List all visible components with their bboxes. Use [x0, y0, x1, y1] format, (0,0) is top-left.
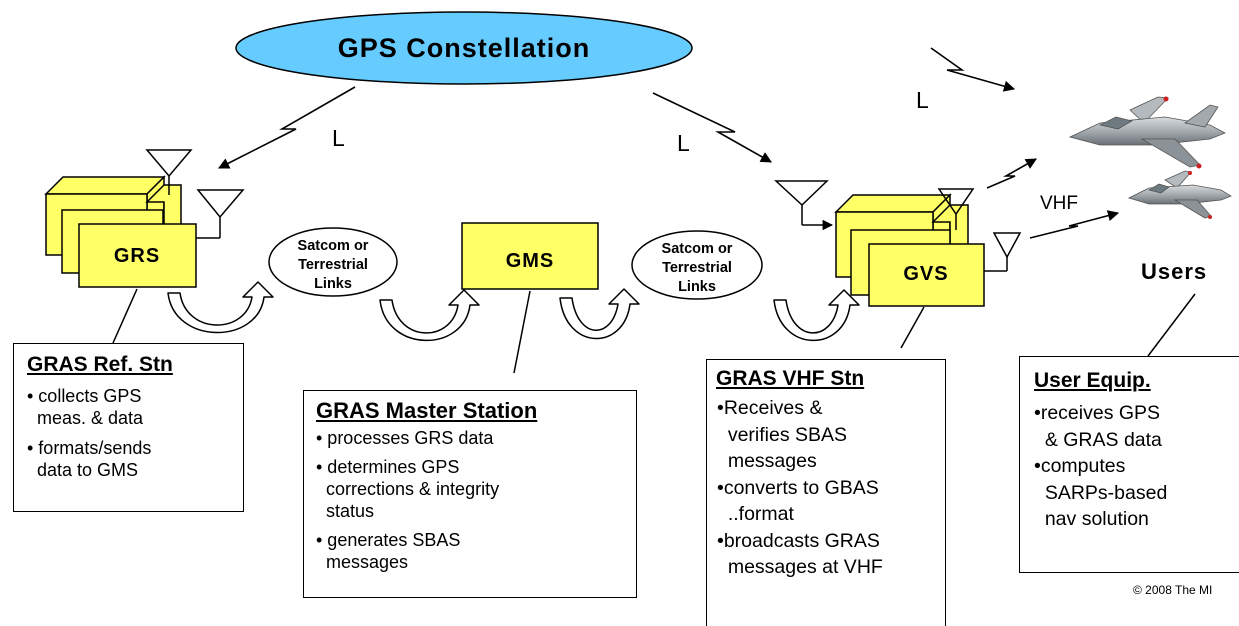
- gras-ref-stn-title: GRAS Ref. Stn: [27, 353, 173, 376]
- gras-vhf-stn-box: GRAS VHF Stn •Receives & verifies SBAS m…: [706, 359, 946, 626]
- gras-master-station-list: • processes GRS data • determines GPS co…: [304, 424, 636, 573]
- flow-arrow-icon: [379, 289, 480, 342]
- vhf-links: [986, 158, 1120, 239]
- gps-constellation-label: GPS Constellation: [338, 33, 591, 63]
- satcom-left-line-3: Links: [314, 276, 352, 292]
- antenna-icon: [992, 232, 1022, 259]
- list-item: •Receives & verifies SBAS messages: [717, 397, 848, 472]
- aircraft-small-icon: [1127, 170, 1232, 219]
- l-band-link-to-grs: [218, 86, 356, 169]
- list-item: • collects GPS meas. & data: [27, 386, 144, 428]
- grs-label: GRS: [114, 245, 160, 267]
- list-item: • determines GPS corrections & integrity…: [316, 457, 500, 521]
- user-equip-list: •receives GPS & GRAS data •computes SARP…: [1020, 393, 1239, 533]
- satcom-link-left: Satcom or Terrestrial Links: [268, 227, 398, 297]
- gras-vhf-stn-list: •Receives & verifies SBAS messages •conv…: [707, 391, 945, 581]
- gms-label: GMS: [506, 250, 555, 272]
- gras-ref-stn-box: GRAS Ref. Stn • collects GPS meas. & dat…: [13, 343, 244, 512]
- gvs-station: [834, 193, 985, 307]
- grs-station: [44, 175, 197, 288]
- l-band-link-to-users: [930, 47, 1016, 92]
- gps-constellation: GPS Constellation: [235, 11, 693, 85]
- list-item: • formats/sends data to GMS: [27, 438, 152, 480]
- user-equip-box: User Equip. •receives GPS & GRAS data •c…: [1019, 356, 1239, 573]
- satcom-right-line-2: Terrestrial: [662, 260, 732, 276]
- antenna-icon: [145, 149, 193, 178]
- vhf-link-upper: [986, 158, 1037, 189]
- l-band-label-mid: L: [677, 130, 690, 156]
- vhf-label: VHF: [1040, 193, 1078, 214]
- list-item: • generates SBAS messages: [316, 530, 461, 572]
- gvs-antennas: [774, 180, 1022, 272]
- gps-constellation-ellipse: [235, 11, 693, 85]
- antenna-icon: [774, 180, 829, 207]
- gvs-label: GVS: [903, 263, 948, 285]
- user-equip-title: User Equip.: [1034, 369, 1151, 392]
- gras-vhf-stn-title: GRAS VHF Stn: [716, 367, 865, 390]
- flow-arrow-icon: [167, 281, 274, 334]
- flow-arrow-icon: [773, 289, 860, 342]
- aircraft-large-icon: [1068, 96, 1226, 169]
- data-flow-arrows: [167, 281, 860, 342]
- copyright-notice: © 2008 The MI: [1133, 583, 1213, 597]
- list-item: •converts to GBAS ..format: [717, 476, 879, 526]
- antenna-icon: [937, 188, 975, 216]
- list-item: •computes SARPs-based nav solution: [1034, 455, 1168, 530]
- flow-arrow-icon: [559, 288, 640, 340]
- gras-ref-stn-list: • collects GPS meas. & data • formats/se…: [14, 377, 243, 481]
- l-band-label-right: L: [916, 87, 929, 113]
- gras-master-station-box: GRAS Master Station • processes GRS data…: [303, 390, 637, 598]
- satcom-left-line-2: Terrestrial: [298, 257, 368, 273]
- grs-antennas: [145, 149, 245, 239]
- callout-lines: [112, 288, 1196, 374]
- antenna-icon: [196, 189, 245, 219]
- satcom-right-line-1: Satcom or: [662, 241, 733, 257]
- list-item: • processes GRS data: [316, 428, 494, 448]
- satcom-right-line-3: Links: [678, 279, 716, 295]
- gms-station: GMS: [461, 222, 599, 290]
- list-item: •receives GPS & GRAS data: [1034, 402, 1162, 451]
- l-band-link-to-gvs: [652, 92, 772, 163]
- gras-master-station-title: GRAS Master Station: [316, 398, 538, 423]
- l-band-label-left: L: [332, 125, 345, 151]
- l-band-links: [218, 47, 1016, 169]
- users-label: Users: [1141, 259, 1207, 284]
- satcom-link-right: Satcom or Terrestrial Links: [631, 230, 763, 300]
- satcom-left-line-1: Satcom or: [298, 238, 369, 254]
- list-item: •broadcasts GRAS messages at VHF: [717, 529, 883, 579]
- vhf-link-lower: [1029, 210, 1120, 239]
